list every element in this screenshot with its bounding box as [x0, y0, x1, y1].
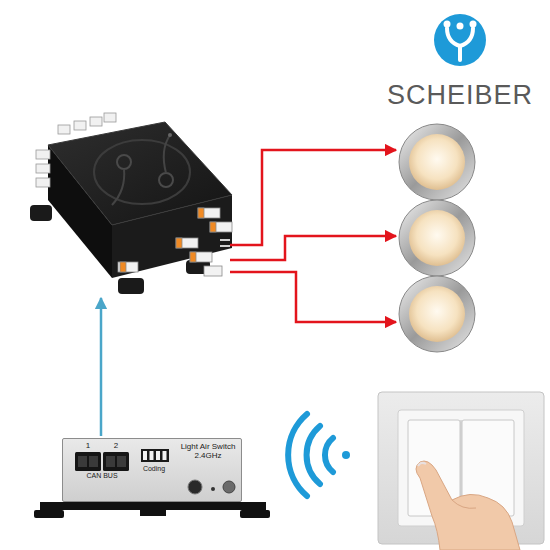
logo-mark [434, 14, 486, 66]
brand-name: SCHEIBER [378, 80, 542, 111]
distribution-box [30, 113, 232, 294]
port-number: 1 [82, 442, 94, 451]
port-number: 2 [110, 442, 122, 451]
output-wires [230, 150, 396, 322]
switch-label: Coding [137, 465, 171, 473]
bus-link [100, 298, 103, 436]
hand [416, 461, 520, 550]
device-name: Light Air Switch 2.4GHz [177, 443, 239, 461]
wireless-symbol [288, 414, 350, 496]
port-label: CAN BUS [71, 472, 133, 480]
led-lamps [399, 124, 475, 352]
mounting-rail [34, 502, 270, 518]
receiver-unit: 1 2CAN BUS Coding Light Air Switch 2.4GHz [62, 438, 242, 502]
